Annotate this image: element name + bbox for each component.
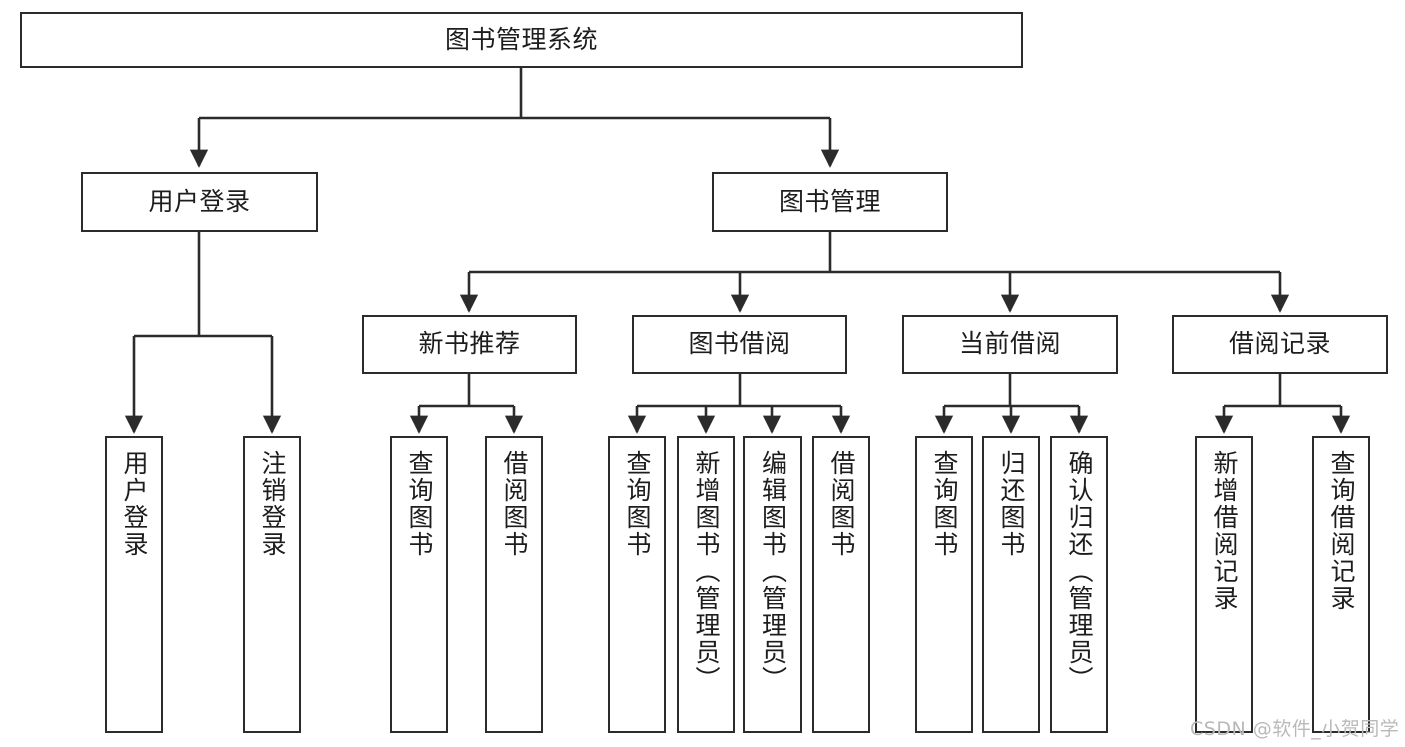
leaf-add-borrow-record[interactable]: 新增借阅记录 xyxy=(1195,436,1253,733)
leaf-user-login[interactable]: 用户登录 xyxy=(105,436,163,733)
node-label: 图书借阅 xyxy=(688,329,791,359)
node-label: 借阅图书 xyxy=(500,450,529,558)
leaf-confirm-return-admin[interactable]: 确认归还（管理员） xyxy=(1050,436,1108,733)
node-label: 新增图书（管理员） xyxy=(692,450,721,693)
node-label: 确认归还（管理员） xyxy=(1065,450,1094,693)
node-label: 新书推荐 xyxy=(418,329,521,359)
node-book-management[interactable]: 图书管理 xyxy=(712,172,948,232)
node-label: 编辑图书（管理员） xyxy=(758,450,788,693)
node-book-borrow[interactable]: 图书借阅 xyxy=(632,315,847,374)
node-label: 当前借阅 xyxy=(958,329,1061,359)
node-label: 新增借阅记录 xyxy=(1210,450,1239,612)
node-user-login[interactable]: 用户登录 xyxy=(81,172,318,232)
node-label: 用户登录 xyxy=(120,450,149,558)
node-label: 图书管理 xyxy=(778,186,881,216)
leaf-borrow-book[interactable]: 借阅图书 xyxy=(812,436,870,733)
leaf-borrow-book-recommend[interactable]: 借阅图书 xyxy=(485,436,543,733)
leaf-query-book-borrow[interactable]: 查询图书 xyxy=(608,436,666,733)
leaf-query-borrow-record[interactable]: 查询借阅记录 xyxy=(1312,436,1370,733)
node-label: 用户登录 xyxy=(148,186,251,216)
watermark-text: CSDN @软件_小贺同学 xyxy=(1190,718,1400,740)
node-label: 借阅图书 xyxy=(827,450,856,558)
node-label: 图书管理系统 xyxy=(444,24,598,54)
node-root-system[interactable]: 图书管理系统 xyxy=(20,12,1023,68)
node-label: 查询图书 xyxy=(623,450,652,558)
leaf-return-book[interactable]: 归还图书 xyxy=(982,436,1040,733)
node-borrow-record[interactable]: 借阅记录 xyxy=(1172,315,1388,374)
node-label: 注销登录 xyxy=(258,450,287,558)
leaf-query-book-recommend[interactable]: 查询图书 xyxy=(390,436,448,733)
node-new-book-recommend[interactable]: 新书推荐 xyxy=(362,315,577,374)
node-label: 查询借阅记录 xyxy=(1327,450,1356,612)
node-label: 借阅记录 xyxy=(1228,329,1331,359)
node-label: 归还图书 xyxy=(997,450,1026,558)
leaf-query-book-current[interactable]: 查询图书 xyxy=(915,436,973,733)
node-label: 查询图书 xyxy=(930,450,959,558)
node-current-borrow[interactable]: 当前借阅 xyxy=(902,315,1118,374)
node-label: 查询图书 xyxy=(405,450,434,558)
leaf-logout[interactable]: 注销登录 xyxy=(243,436,301,733)
leaf-add-book-admin[interactable]: 新增图书（管理员） xyxy=(677,436,735,733)
leaf-edit-book-admin[interactable]: 编辑图书（管理员） xyxy=(743,436,802,733)
